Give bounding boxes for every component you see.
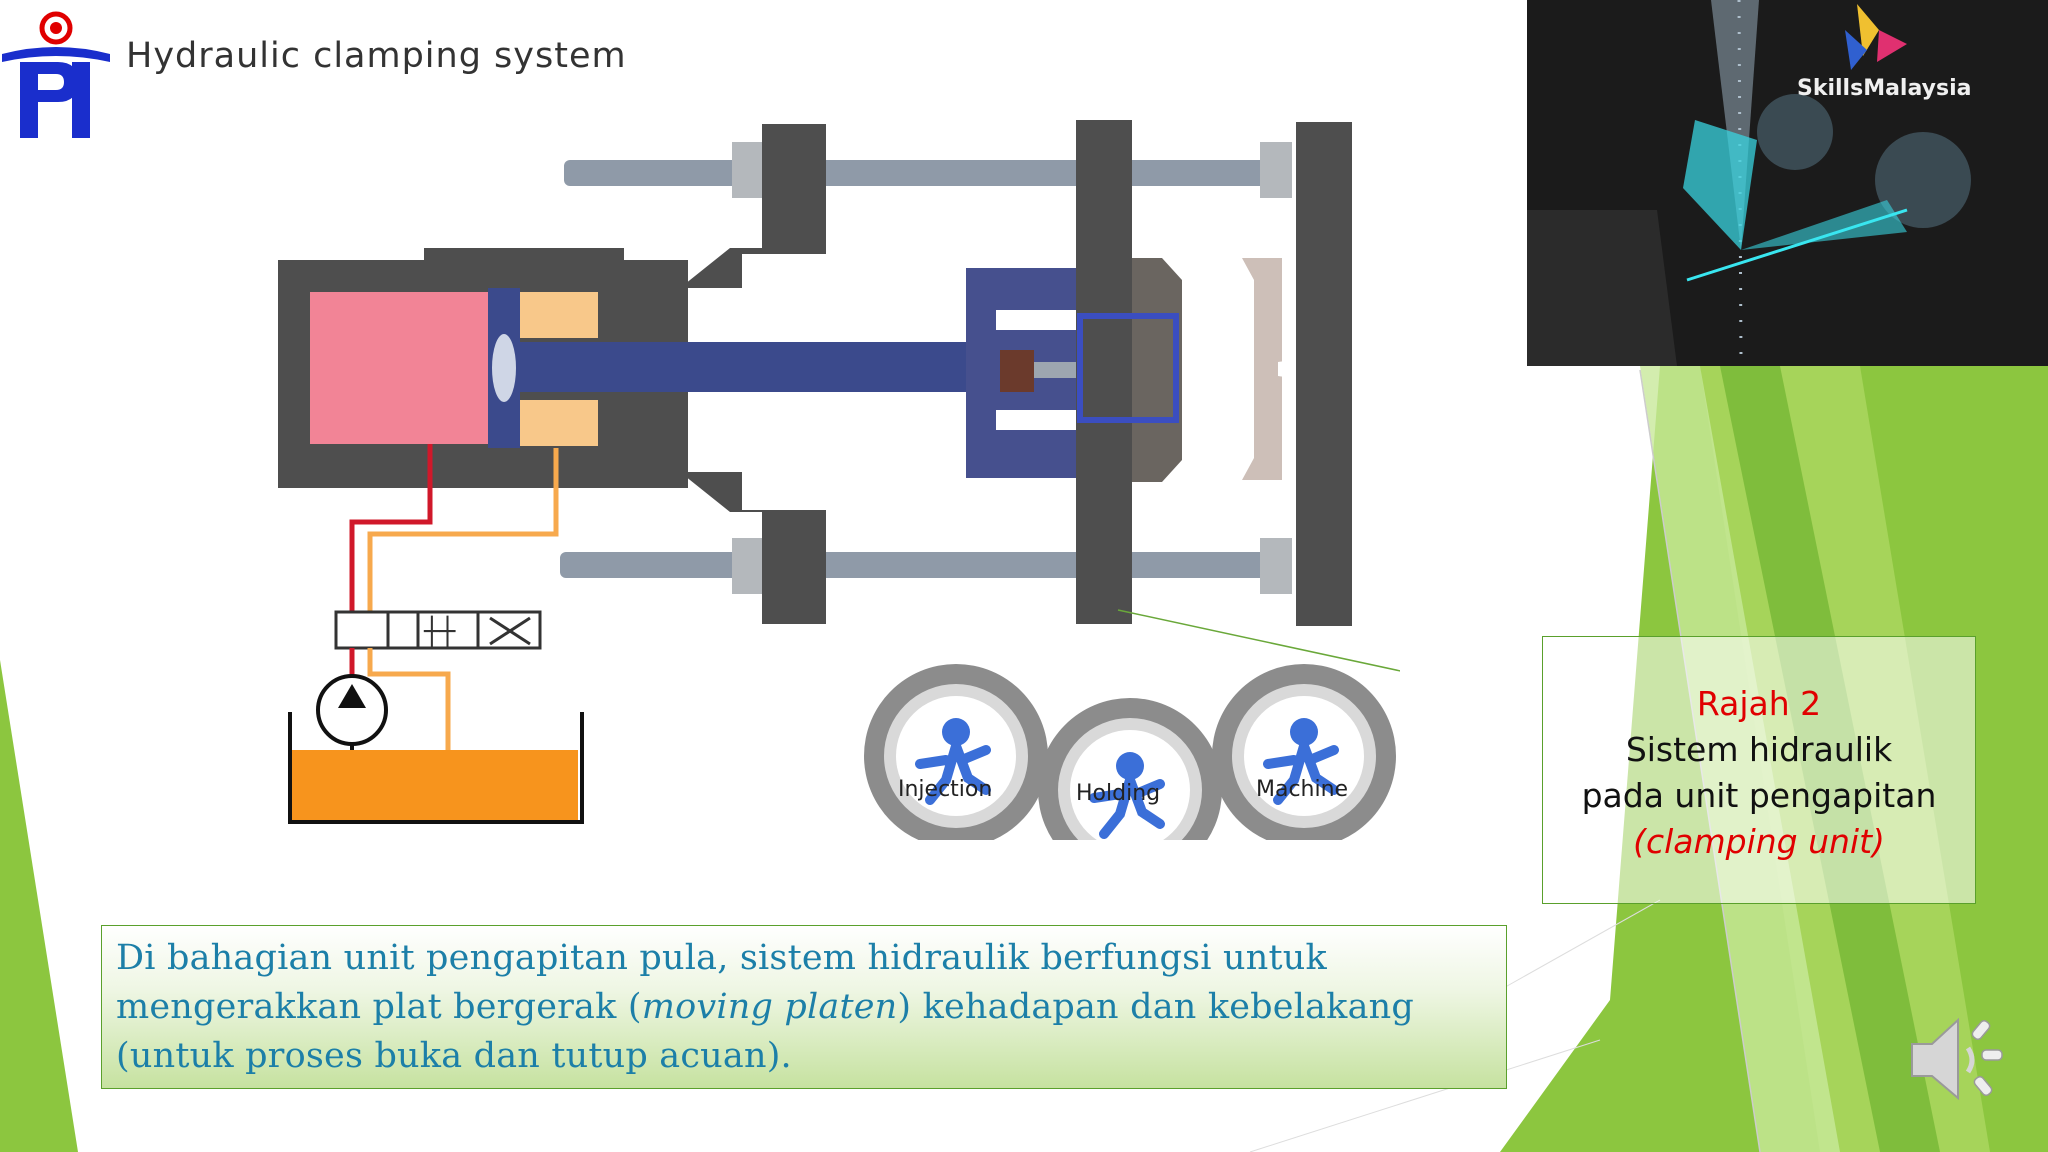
gear-label-injection: Injection	[898, 777, 992, 802]
valve-icon: ┼┼	[334, 610, 542, 650]
video-watermark: SkillsMalaysia	[1797, 76, 1971, 101]
gear-icon	[864, 664, 1048, 840]
diagram-title: Hydraulic clamping system	[126, 36, 627, 76]
stationary-mold-half	[1242, 258, 1282, 480]
lower-tie-bar	[560, 552, 1270, 578]
stationary-platen	[1296, 122, 1352, 626]
institution-logo	[2, 11, 110, 138]
figure-caption: Rajah 2 Sistem hidraulik pada unit penga…	[1542, 636, 1976, 904]
cylinder-chamber	[310, 292, 488, 444]
video-frame: SkillsMalaysia	[1527, 0, 2048, 366]
gear-label-holding: Holding	[1076, 781, 1160, 806]
speaker-icon[interactable]	[1908, 1010, 2004, 1110]
pump-icon	[316, 674, 388, 760]
upper-tie-bar	[564, 160, 1270, 186]
caption-term: (clamping unit)	[1633, 822, 1885, 861]
moving-platen	[1076, 120, 1132, 624]
gear-icon	[1212, 664, 1396, 840]
description-text: Di bahagian unit pengapitan pula, sistem…	[101, 925, 1507, 1089]
piston-rod	[520, 342, 980, 392]
description-part-2: ) kehadapan dan kebelakang (untuk proses…	[116, 987, 1414, 1076]
caption-line-2: Sistem hidraulik	[1625, 730, 1893, 769]
oil-reservoir	[292, 750, 578, 820]
description-italic-term: moving platen	[641, 987, 898, 1027]
gear-label-machine: Machine	[1256, 777, 1348, 802]
gear-icon	[1038, 698, 1222, 840]
caption-figure-number: Rajah 2	[1696, 684, 1822, 723]
embedded-video[interactable]: SkillsMalaysia	[1527, 0, 2048, 366]
svg-text:┼┼: ┼┼	[423, 615, 456, 647]
caption-line-3: pada unit pengapitan	[1581, 776, 1937, 815]
hydraulic-clamping-diagram: ┼┼	[278, 120, 1400, 840]
description-part-1: Di bahagian unit pengapitan pula, sistem…	[116, 938, 1327, 1027]
